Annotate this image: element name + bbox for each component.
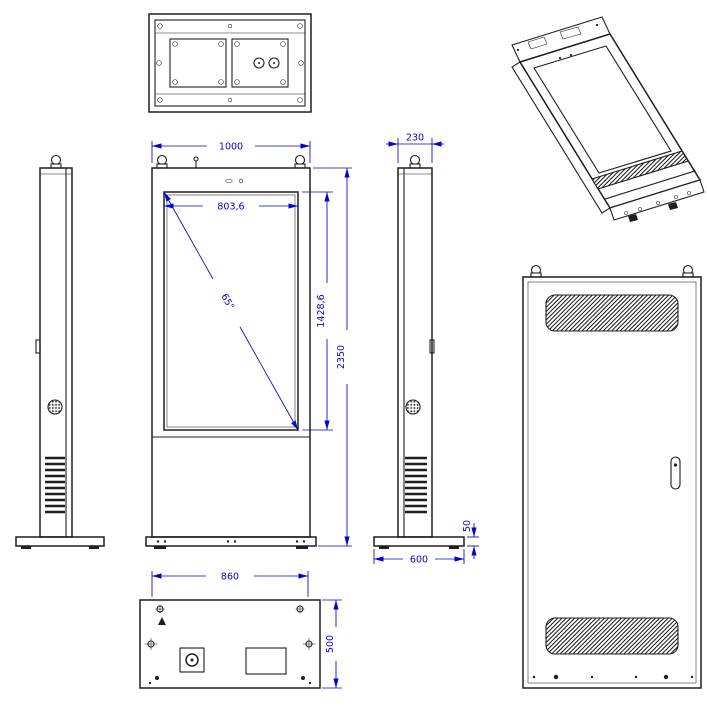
back-view	[522, 264, 702, 689]
iso-vent	[591, 150, 689, 190]
speaker-icon	[405, 399, 421, 415]
dimension-front-width: 1000	[151, 141, 311, 163]
mount-plate-left	[169, 38, 227, 88]
vent-grille	[405, 456, 427, 514]
left-side-view	[15, 154, 105, 549]
dimension-overall-height: 2350	[313, 167, 352, 547]
back-outline	[522, 276, 702, 689]
eyebolt-icon	[156, 154, 168, 169]
lock-bump	[35, 339, 41, 354]
cable-cutout	[245, 647, 287, 675]
top-cable-hole	[268, 57, 280, 69]
eyebolt-icon	[409, 154, 421, 169]
dimension-label-bottom-width: 860	[221, 572, 239, 583]
dimension-side-depth: 230	[386, 133, 444, 163]
base-plate	[373, 536, 465, 547]
isometric-view	[511, 16, 705, 222]
dimension-screen-height: 1428,6	[302, 191, 333, 431]
light-sensor	[225, 179, 233, 183]
iso-base-plate	[609, 179, 705, 221]
mount-plate-right	[231, 38, 289, 88]
dimension-base-height: 50	[462, 520, 479, 559]
bottom-outline	[139, 599, 321, 689]
dimension-bottom-depth: 500	[322, 599, 342, 689]
cable-gland	[185, 653, 199, 667]
right-side-view	[373, 154, 465, 549]
dimension-screen-width: 803,6	[164, 202, 298, 213]
dimension-label-screen-diagonal: 65"	[218, 292, 236, 312]
dimension-label-front-width: 1000	[219, 142, 243, 153]
iso-cap-box	[527, 36, 548, 50]
top-view	[148, 13, 312, 113]
front-view	[145, 154, 317, 549]
camera-dot	[238, 178, 244, 184]
bottom-view	[139, 599, 321, 689]
antenna-icon	[193, 156, 199, 169]
dimension-label-overall-height: 2350	[336, 345, 347, 369]
door-handle	[670, 456, 681, 490]
vent-top	[545, 294, 679, 332]
lock-bump	[429, 339, 435, 354]
arrow-marker	[158, 617, 166, 625]
dimension-label-screen-width: 803,6	[217, 202, 244, 213]
dimension-screen-diagonal: 65"	[163, 191, 299, 431]
dimension-base-depth: 600	[373, 549, 465, 566]
top-cable-hole	[253, 57, 265, 69]
iso-cap-box	[559, 26, 582, 40]
cable-gland-box	[179, 647, 205, 673]
dimension-label-bottom-depth: 500	[325, 635, 336, 653]
vent-bottom	[545, 617, 679, 655]
base-plate	[145, 536, 317, 547]
top-outer-shell	[148, 13, 312, 113]
eyebolt-icon	[294, 154, 306, 169]
cabinet-outline	[151, 167, 311, 538]
eyebolt-icon	[530, 264, 542, 278]
screen-outline	[163, 191, 299, 431]
base-plate	[15, 536, 105, 547]
top-inner-shell	[154, 19, 306, 107]
dimension-bottom-width: 860	[151, 571, 309, 597]
dimension-label-base-depth: 600	[410, 555, 428, 566]
dimensions: 1000 803,6 65" 1428,6 2350	[151, 133, 479, 689]
dimension-label-side-depth: 230	[406, 133, 424, 144]
speaker-icon	[47, 399, 63, 415]
vent-grille	[45, 456, 65, 514]
eyebolt-icon	[50, 154, 62, 169]
eyebolt-icon	[682, 264, 694, 278]
dimension-label-base-height: 50	[462, 520, 473, 532]
dimension-label-screen-height: 1428,6	[316, 294, 327, 327]
iso-screen	[533, 45, 672, 174]
